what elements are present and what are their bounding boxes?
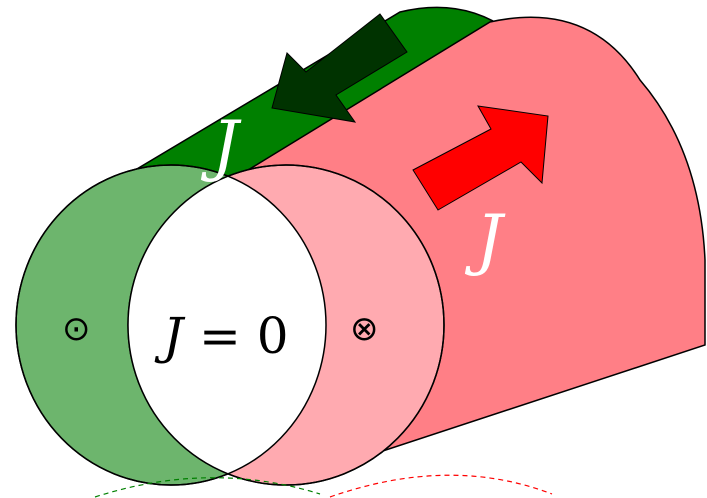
zero-current-label: J = 0 [154,307,289,365]
into-page-icon: ⊗ [350,309,379,349]
red-field-arc [330,475,552,497]
zero-current-rest: = 0 [183,307,289,365]
out-of-page-icon: ⊙ [62,309,91,349]
